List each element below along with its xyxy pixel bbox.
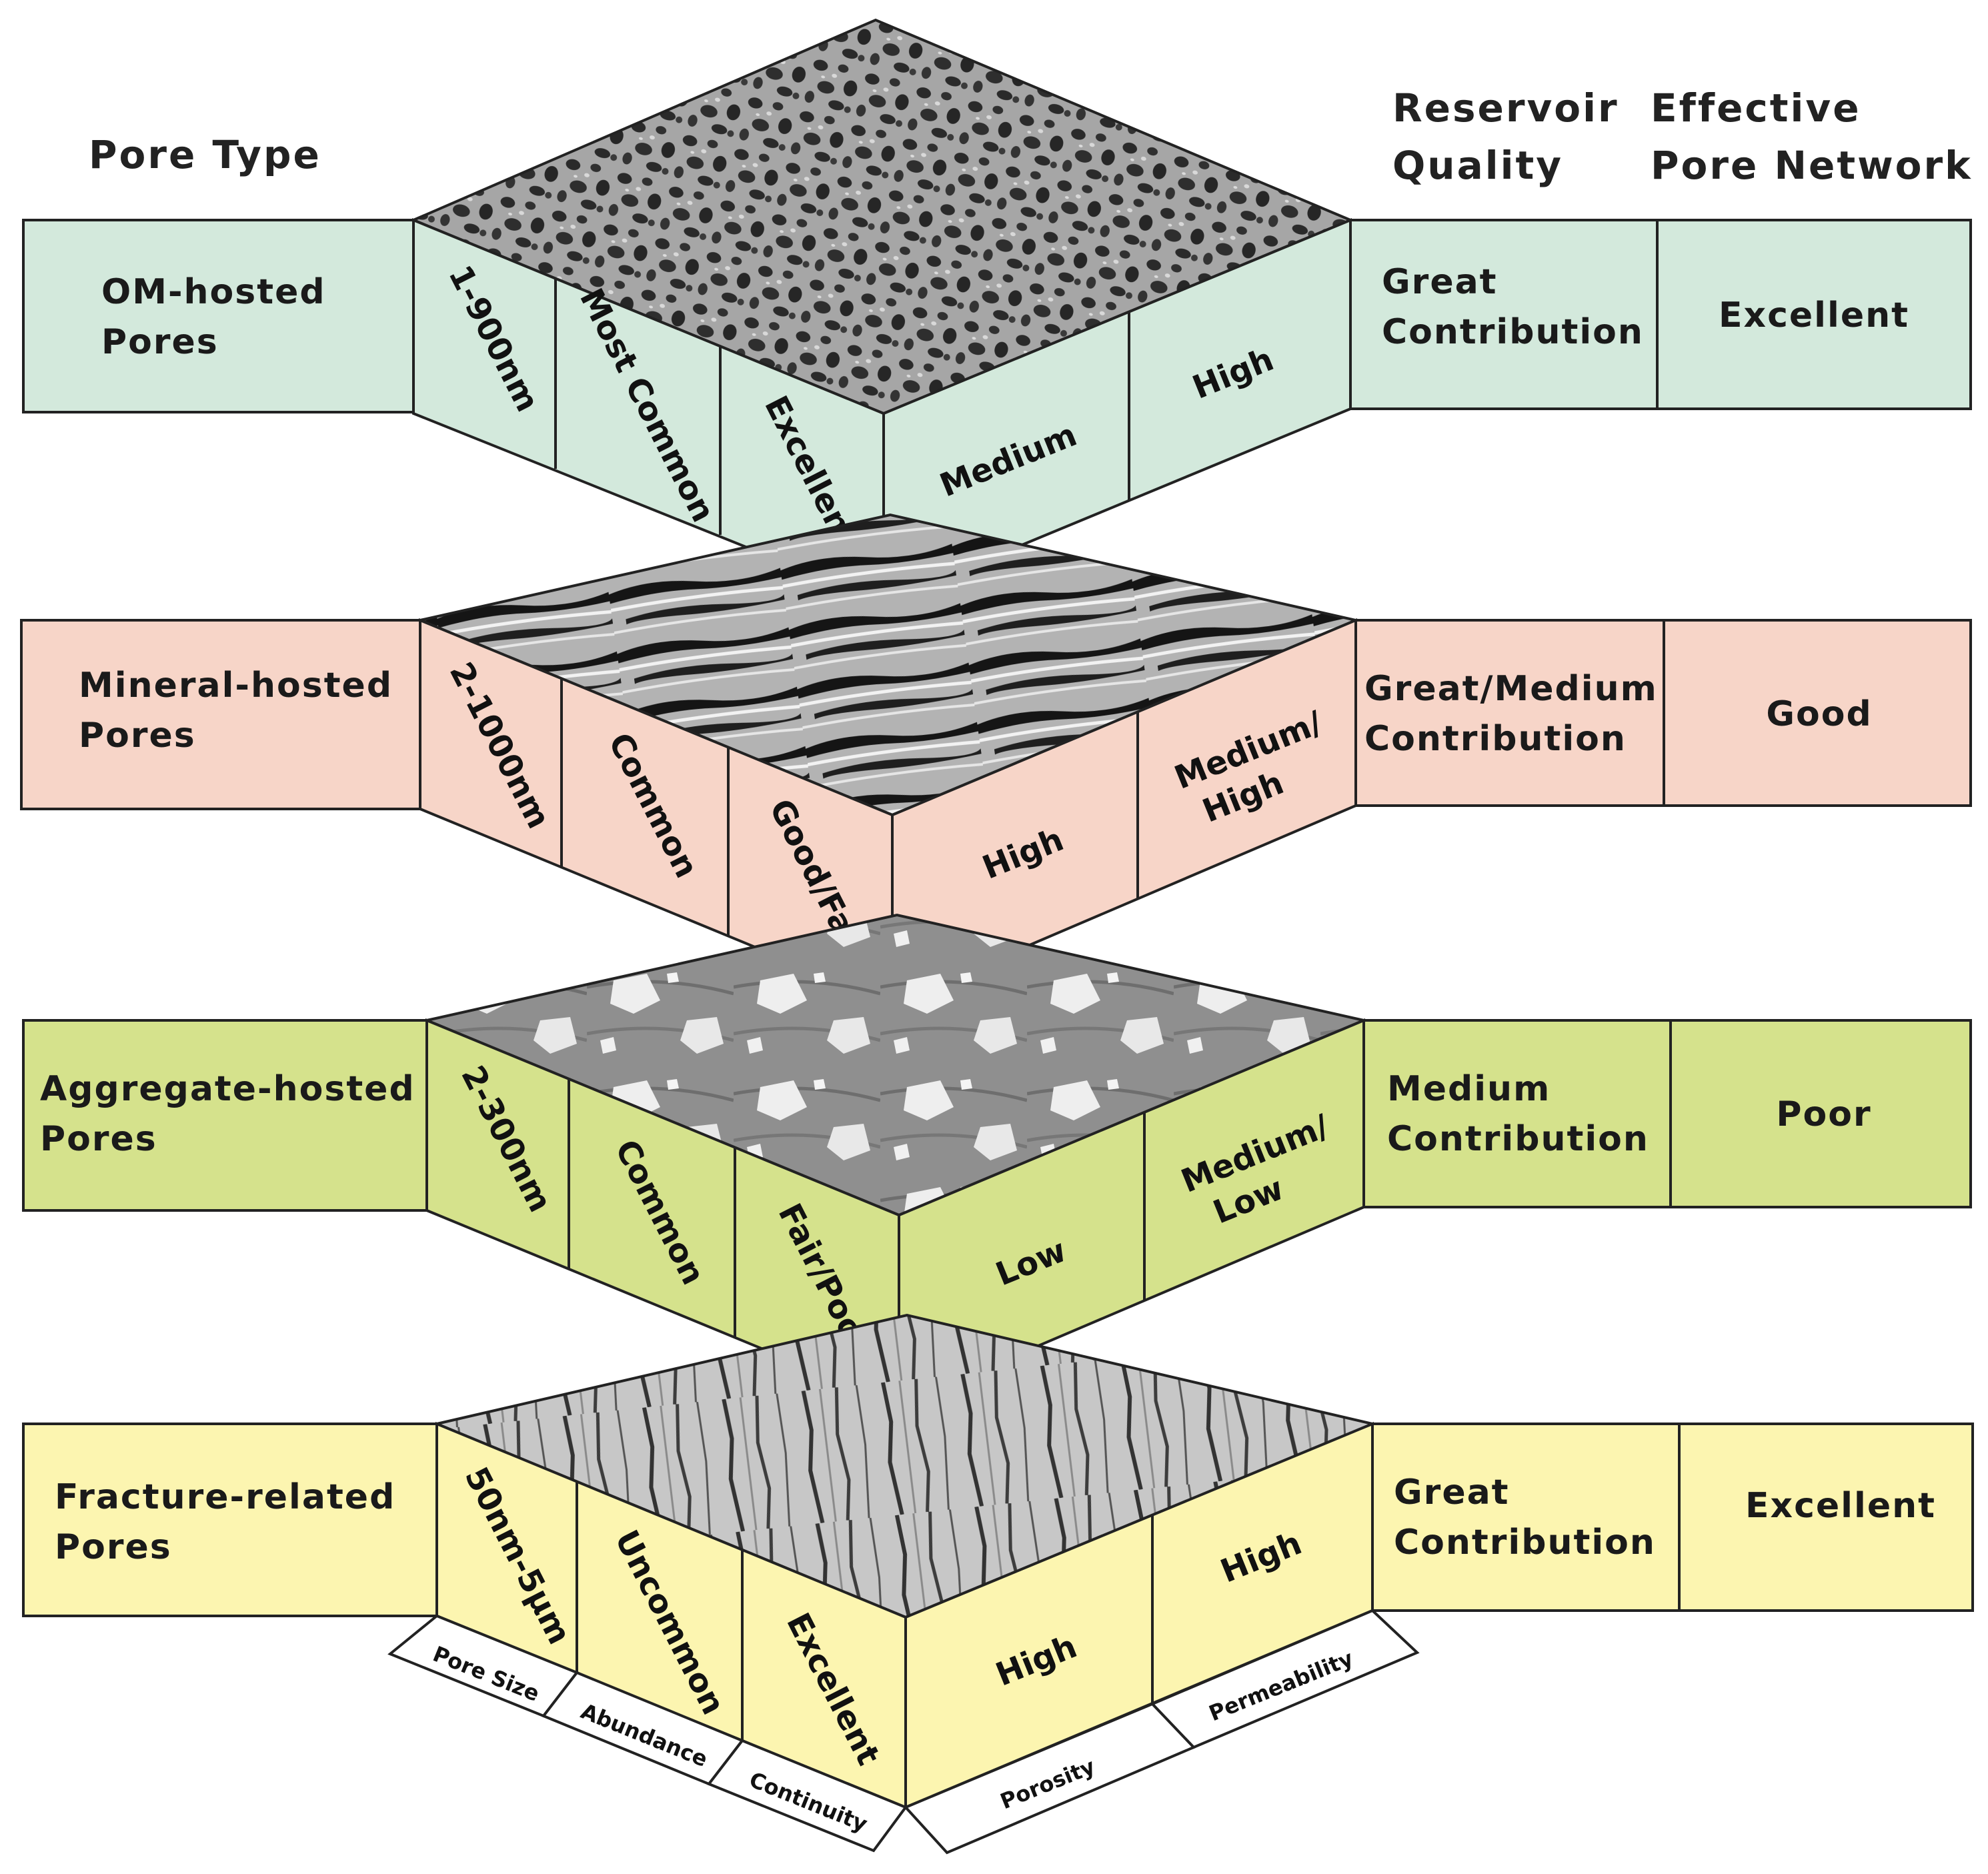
fracture-quality-box <box>1371 1423 1681 1612</box>
aggregate-network-box <box>1669 1019 1972 1208</box>
layer-mineral-hosted: Mineral-hosted Pores Great/Medium Contri… <box>20 513 1972 1006</box>
reservoir-quality-header-line2: Quality <box>1392 143 1563 188</box>
aggregate-quality-box <box>1362 1019 1672 1208</box>
reservoir-quality-header-line1: Reservoir <box>1392 85 1619 131</box>
layer-aggregate-hosted: Aggregate-hosted Pores Medium Contributi… <box>22 913 1972 1408</box>
effective-pore-network-header-line1: Effective <box>1651 85 1861 131</box>
om-name-line2: Pores <box>101 322 219 362</box>
fracture-label-box <box>22 1423 438 1617</box>
om-network: Excellent <box>1719 295 1909 335</box>
layer-om-hosted: OM-hosted Pores Great Contribution Excel… <box>22 18 1972 604</box>
effective-pore-network-header-line2: Pore Network <box>1651 143 1973 188</box>
fracture-name-line1: Fracture-related <box>55 1477 395 1517</box>
mineral-quality-line1: Great/Medium <box>1364 669 1658 709</box>
aggregate-quality-line2: Contribution <box>1387 1119 1649 1159</box>
om-name-line1: OM-hosted <box>101 272 326 312</box>
om-network-box <box>1656 219 1972 410</box>
fracture-network: Excellent <box>1745 1486 1936 1526</box>
om-quality-line2: Contribution <box>1382 312 1644 352</box>
mineral-network: Good <box>1766 694 1872 734</box>
om-quality-box <box>1349 219 1659 410</box>
mineral-label-box <box>20 619 421 810</box>
mineral-network-box <box>1663 619 1972 807</box>
axis-label-tabs: Pore Size Abundance Continuity Porosity … <box>387 1609 1420 1855</box>
mineral-name-line2: Pores <box>79 716 196 756</box>
mineral-quality-box <box>1354 619 1665 807</box>
mineral-quality-line2: Contribution <box>1364 719 1627 759</box>
fracture-quality-line2: Contribution <box>1394 1523 1656 1563</box>
fracture-quality-line1: Great <box>1394 1473 1510 1513</box>
aggregate-network: Poor <box>1776 1094 1871 1134</box>
om-label-box <box>22 219 415 413</box>
fracture-network-box <box>1678 1423 1974 1612</box>
layer-fracture-related: Fracture-related Pores Great Contributio… <box>22 1313 1974 1810</box>
aggregate-quality-line1: Medium <box>1387 1069 1551 1109</box>
aggregate-name-line2: Pores <box>40 1119 157 1159</box>
om-quality-line1: Great <box>1382 262 1498 302</box>
permeability-tab <box>1150 1609 1420 1749</box>
pore-type-header: Pore Type <box>89 132 321 177</box>
continuity-tab <box>706 1739 908 1853</box>
fracture-name-line2: Pores <box>55 1527 172 1567</box>
aggregate-label-box <box>22 1019 428 1212</box>
mineral-name-line1: Mineral-hosted <box>79 666 393 706</box>
aggregate-name-line1: Aggregate-hosted <box>40 1069 415 1109</box>
